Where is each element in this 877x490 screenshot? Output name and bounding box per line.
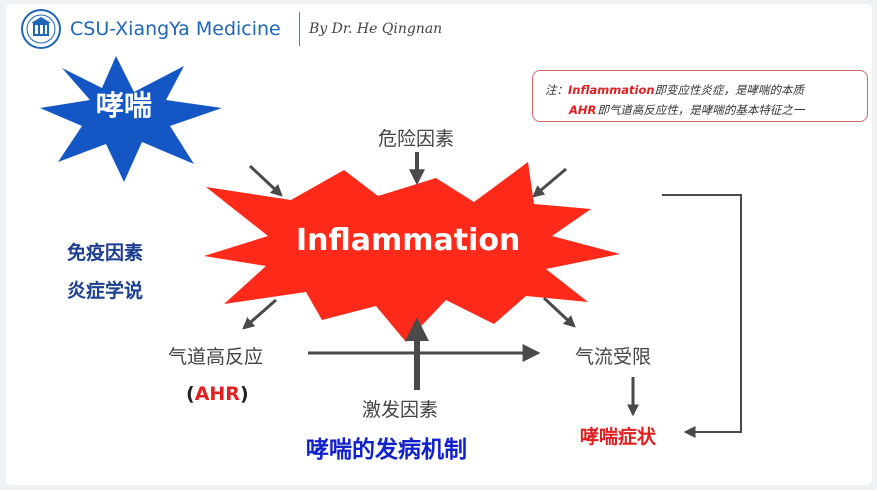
airway-hyperresponsiveness-label: 气道高反应 [168, 346, 264, 368]
note-text-ahr: 即气道高反应性，是哮喘的基本特征之一 [597, 103, 805, 117]
trigger-factors-label: 激发因素 [362, 399, 439, 421]
ahr-label: (AHR) [186, 383, 249, 405]
note-line-inflammation: 注：Inflammation即变应性炎症，是哮喘的本质 [545, 82, 804, 98]
note-text-inflammation: 即变应性炎症，是哮喘的本质 [654, 83, 805, 97]
inflammation-theory-label: 炎症学说 [67, 280, 144, 302]
arrow-topright [532, 167, 567, 198]
inflammation-label: Inflammation [296, 223, 521, 258]
asthma-star-label: 哮喘 [96, 89, 153, 122]
risk-factors-label: 危险因素 [378, 128, 455, 150]
arrow-to-airflow [542, 296, 576, 328]
asthma-star-shape [40, 56, 222, 182]
arrow-topleft [248, 164, 283, 197]
note-line-ahr: AHR即气道高反应性，是哮喘的基本特征之一 [569, 102, 804, 118]
university-seal-icon [21, 9, 61, 49]
asthma-symptoms-label: 哮喘症状 [580, 426, 657, 448]
slide: CSU-XiangYa Medicine By Dr. He Qingnan 注… [6, 4, 872, 485]
airflow-limitation-label: 气流受限 [575, 346, 652, 368]
brand-name: CSU-XiangYa Medicine [70, 18, 281, 40]
note-prefix: 注： [545, 83, 568, 97]
ahr-close-paren: ) [239, 383, 249, 405]
note-keyword-ahr: AHR [569, 103, 597, 117]
header: CSU-XiangYa Medicine By Dr. He Qingnan [6, 4, 872, 56]
author-credit: By Dr. He Qingnan [309, 21, 443, 37]
note-box: 注：Inflammation即变应性炎症，是哮喘的本质 AHR即气道高反应性，是… [532, 70, 868, 122]
arrow-to-ahr [242, 298, 277, 330]
immune-factors-label: 免疫因素 [67, 242, 144, 264]
inflammation-burst-shape [204, 162, 620, 342]
note-keyword-inflammation: Inflammation [568, 83, 655, 97]
diagram-title: 哮喘的发病机制 [306, 437, 467, 463]
ahr-open-paren: ( [186, 383, 195, 405]
ahr-abbrev: AHR [194, 383, 240, 405]
diagram-canvas [40, 56, 742, 438]
header-divider [299, 12, 300, 46]
feedback-connector [662, 194, 742, 438]
